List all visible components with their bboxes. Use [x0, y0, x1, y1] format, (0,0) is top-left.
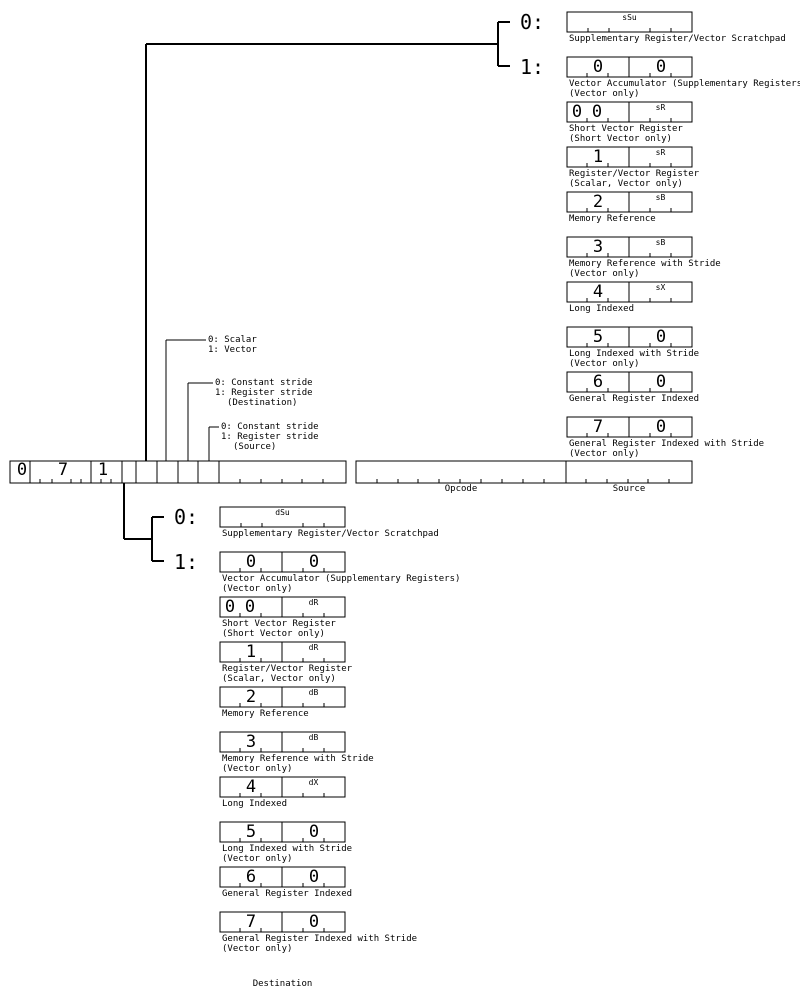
destination-scratchpad-code: dSu: [275, 508, 290, 517]
source-mode-value: 0: [655, 327, 667, 347]
destination-mode-value: 0: [224, 597, 236, 617]
destination-mode-value: 4: [245, 777, 257, 797]
destination-mode-code: dB: [308, 688, 319, 697]
vector-bit-line: 1: Vector: [208, 345, 257, 355]
destination-mode-desc: General Register Indexed with Stride: [222, 934, 418, 944]
destination-scratchpad-desc: Supplementary Register/Vector Scratchpad: [222, 529, 439, 539]
destination-mode-value: 0: [308, 822, 320, 842]
destination-field-label: Destination: [252, 979, 313, 989]
src-stride-line: 1: Register stride: [221, 432, 319, 442]
prefix-digit: 7: [57, 460, 69, 480]
destination-mode-desc: (Scalar, Vector only): [222, 674, 336, 684]
source-scratchpad-box: [566, 11, 693, 33]
source-mode-desc: (Short Vector only): [569, 134, 672, 144]
source-mode-desc: Short Vector Register: [569, 124, 683, 134]
source-selector-1: 1:: [520, 55, 545, 79]
source-mode-value: 2: [592, 192, 604, 212]
source-mode-value: 1: [592, 147, 604, 167]
destination-mode-value: 5: [245, 822, 257, 842]
opcode-source-box: [355, 460, 693, 484]
source-mode-value: 0: [655, 372, 667, 392]
source-mode-desc: (Vector only): [569, 269, 640, 279]
destination-mode-desc: (Short Vector only): [222, 629, 325, 639]
source-mode-desc: (Scalar, Vector only): [569, 179, 683, 189]
prefix-digit: 0: [16, 460, 28, 480]
opcode-field-label: Opcode: [444, 484, 478, 494]
source-mode-value: 6: [592, 372, 604, 392]
source-mode-desc: General Register Indexed with Stride: [569, 439, 765, 449]
destination-mode-desc: Short Vector Register: [222, 619, 336, 629]
destination-mode-code: dR: [308, 643, 319, 652]
destination-mode-value: 7: [245, 912, 257, 932]
destination-mode-value: 0: [245, 552, 257, 572]
destination-mode-desc: Register/Vector Register: [222, 664, 353, 674]
destination-mode-desc: Long Indexed: [222, 799, 288, 809]
source-scratchpad-code: sSu: [622, 13, 637, 22]
source-mode-value: 4: [592, 282, 604, 302]
destination-mode-desc: Memory Reference with Stride: [222, 754, 374, 764]
source-mode-code: sR: [655, 148, 666, 157]
source-mode-value: 7: [592, 417, 604, 437]
source-mode-desc: (Vector only): [569, 359, 640, 369]
dest-stride-line: (Destination): [227, 398, 298, 408]
source-mode-desc: Register/Vector Register: [569, 169, 700, 179]
source-mode-desc: Long Indexed: [569, 304, 635, 314]
dest-selector-1: 1:: [174, 550, 199, 574]
source-mode-code: sX: [655, 283, 666, 292]
source-mode-code: sB: [655, 193, 666, 202]
destination-mode-code: dB: [308, 733, 319, 742]
destination-mode-desc: (Vector only): [222, 944, 293, 954]
destination-mode-desc: Memory Reference: [222, 709, 309, 719]
destination-mode-desc: (Vector only): [222, 584, 293, 594]
destination-mode-desc: Vector Accumulator (Supplementary Regist…: [222, 574, 461, 584]
source-mode-desc: Long Indexed with Stride: [569, 349, 700, 359]
source-mode-desc: Memory Reference with Stride: [569, 259, 721, 269]
destination-mode-value: 3: [245, 732, 257, 752]
source-mode-value: 0: [592, 57, 604, 77]
destination-mode-value: 0: [308, 552, 320, 572]
source-mode-code: sR: [655, 103, 666, 112]
source-mode-value: 5: [592, 327, 604, 347]
source-mode-value: 0: [571, 102, 583, 122]
destination-scratchpad-box: [219, 506, 346, 528]
source-mode-value: 0: [591, 102, 603, 122]
source-scratchpad-desc: Supplementary Register/Vector Scratchpad: [569, 34, 786, 44]
destination-mode-value: 1: [245, 642, 257, 662]
source-selector-0: 0:: [520, 10, 545, 34]
source-mode-desc: (Vector only): [569, 449, 640, 459]
destination-mode-code: dR: [308, 598, 319, 607]
vector-bit-line: 0: Scalar: [208, 335, 257, 345]
source-mode-desc: (Vector only): [569, 89, 640, 99]
destination-mode-value: 2: [245, 687, 257, 707]
instruction-format-diagram: [9, 11, 693, 933]
destination-mode-desc: (Vector only): [222, 854, 293, 864]
dest-selector-0: 0:: [174, 505, 199, 529]
dest-stride-line: 0: Constant stride: [215, 378, 313, 388]
destination-mode-value: 6: [245, 867, 257, 887]
destination-mode-desc: General Register Indexed: [222, 889, 353, 899]
prefix-digit: 1: [97, 460, 109, 480]
source-mode-code: sB: [655, 238, 666, 247]
src-stride-line: 0: Constant stride: [221, 422, 319, 432]
source-mode-desc: Vector Accumulator (Supplementary Regist…: [569, 79, 800, 89]
destination-mode-value: 0: [244, 597, 256, 617]
source-mode-value: 0: [655, 417, 667, 437]
destination-mode-value: 0: [308, 912, 320, 932]
source-mode-value: 3: [592, 237, 604, 257]
destination-mode-code: dX: [308, 778, 319, 787]
source-field-label: Source: [612, 484, 646, 494]
source-mode-value: 0: [655, 57, 667, 77]
destination-mode-value: 0: [308, 867, 320, 887]
dest-stride-line: 1: Register stride: [215, 388, 313, 398]
source-mode-desc: General Register Indexed: [569, 394, 700, 404]
source-mode-desc: Memory Reference: [569, 214, 656, 224]
destination-mode-desc: Long Indexed with Stride: [222, 844, 353, 854]
src-stride-line: (Source): [233, 442, 277, 452]
destination-mode-desc: (Vector only): [222, 764, 293, 774]
